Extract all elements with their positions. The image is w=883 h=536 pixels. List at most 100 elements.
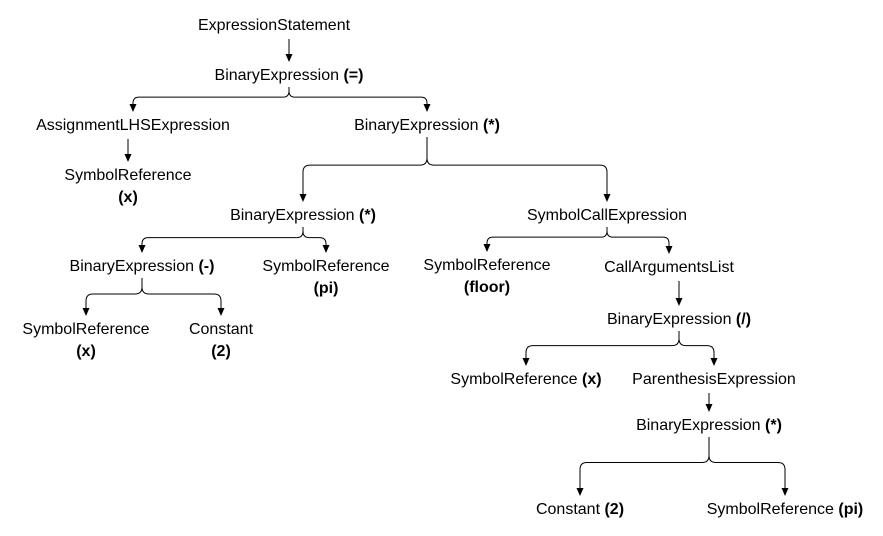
node-call-arguments-list: CallArgumentsList: [604, 259, 734, 276]
node-symbol-reference: SymbolReference (x): [450, 371, 601, 388]
node-binary-expression: BinaryExpression (*): [354, 117, 500, 134]
node-type-name: SymbolReference: [707, 501, 834, 518]
edge-line: [309, 237, 327, 245]
node-constant: Constant (2): [189, 321, 254, 360]
node-operator: (2): [600, 501, 624, 518]
node-type-name: BinaryExpression: [215, 67, 340, 84]
node-operator: (-): [194, 258, 214, 275]
node-type-name: BinaryExpression: [354, 117, 479, 134]
node-symbol-reference: SymbolReference (pi): [707, 501, 864, 518]
arrow-head: [217, 308, 225, 316]
node-operator: (x): [578, 371, 602, 388]
node-type-name: SymbolReference: [22, 321, 149, 338]
edge-line: [282, 87, 290, 98]
node-parenthesis-expression: ParenthesisExpression: [632, 371, 796, 388]
node-assignment-lhsexpression: AssignmentLHSExpression: [36, 117, 230, 134]
node-operator: (*): [355, 207, 376, 224]
edge-line: [295, 96, 428, 104]
edge-line: [302, 164, 420, 194]
node-type-name: SymbolReference: [423, 257, 550, 274]
arrow-head: [138, 245, 146, 253]
edge-line: [525, 345, 672, 358]
node-label: SymbolReference(x): [64, 167, 191, 206]
node-operator: (=): [339, 67, 363, 84]
node-label: BinaryExpression (*): [354, 117, 500, 134]
arrow-head: [710, 358, 718, 366]
edge-line: [600, 227, 608, 238]
node-type-name: ExpressionStatement: [198, 17, 351, 34]
edge-line: [606, 231, 614, 238]
edge-line: [132, 96, 283, 104]
arrow-head: [285, 54, 293, 62]
node-operator: (pi): [314, 280, 339, 297]
arrow-head: [483, 244, 491, 252]
arrow-head: [124, 154, 132, 162]
edge-line: [613, 236, 670, 246]
edge-line: [579, 461, 702, 488]
node-label: BinaryExpression (-): [70, 258, 215, 275]
edge-line: [141, 237, 297, 245]
node-type-name: Constant: [536, 501, 601, 518]
node-label: SymbolReference (x): [450, 371, 601, 388]
node-type-name: SymbolReference: [450, 371, 577, 388]
edge-line: [434, 164, 608, 194]
node-operator: (*): [479, 117, 500, 134]
node-type-name: BinaryExpression: [607, 311, 732, 328]
node-symbol-reference: SymbolReference(floor): [423, 257, 550, 296]
arrow-head: [576, 488, 584, 496]
edge-line: [149, 293, 222, 308]
node-expression-statement: ExpressionStatement: [198, 17, 351, 34]
arrow-head: [423, 104, 431, 112]
node-type-name: CallArgumentsList: [604, 259, 734, 276]
node-symbol-reference: SymbolReference (pi): [262, 258, 389, 297]
node-label: CallArgumentsList: [604, 259, 734, 276]
node-label: BinaryExpression (*): [230, 207, 376, 224]
node-binary-expression: BinaryExpression (/): [607, 311, 751, 328]
node-type-name: BinaryExpression: [636, 417, 761, 434]
arrow-head: [705, 404, 713, 412]
node-label: SymbolReference(floor): [423, 257, 550, 296]
node-operator: (*): [761, 417, 782, 434]
node-label: SymbolReference (x): [22, 321, 149, 360]
node-operator: (x): [76, 343, 96, 360]
node-binary-expression: BinaryExpression (=): [215, 67, 364, 84]
edge-line: [141, 286, 150, 295]
node-label: Constant (2): [536, 501, 624, 518]
edge-line: [426, 158, 435, 166]
node-type-name: AssignmentLHSExpression: [36, 117, 230, 134]
node-type-name: SymbolReference: [262, 258, 389, 275]
node-type-name: BinaryExpression: [230, 207, 355, 224]
arrow-head: [665, 246, 673, 254]
edge-line: [671, 331, 680, 347]
node-label: BinaryExpression (*): [636, 417, 782, 434]
edge-line: [716, 461, 786, 488]
node-type-name: SymbolReference: [64, 167, 191, 184]
tree-edges: [82, 39, 789, 496]
node-label: AssignmentLHSExpression: [36, 117, 230, 134]
arrow-head: [322, 245, 330, 253]
node-label: ParenthesisExpression: [632, 371, 796, 388]
node-constant: Constant (2): [536, 501, 624, 518]
node-binary-expression: BinaryExpression (*): [636, 417, 782, 434]
node-operator: (pi): [834, 501, 863, 518]
node-binary-expression: BinaryExpression (-): [70, 258, 215, 275]
node-symbol-reference: SymbolReference(x): [64, 167, 191, 206]
arrow-head: [82, 308, 90, 316]
edge-line: [419, 137, 428, 166]
edge-line: [288, 91, 296, 98]
node-binary-expression: BinaryExpression (*): [230, 207, 376, 224]
node-type-name: ParenthesisExpression: [632, 371, 796, 388]
node-label: SymbolReference (pi): [707, 501, 864, 518]
arrow-head: [522, 358, 530, 366]
edge-line: [678, 338, 687, 347]
node-type-name: BinaryExpression: [70, 258, 195, 275]
node-label: ExpressionStatement: [198, 17, 351, 34]
node-operator: (2): [211, 343, 231, 360]
node-label: Constant (2): [189, 321, 254, 360]
edge-line: [686, 345, 715, 358]
edge-line: [486, 236, 601, 244]
arrow-head: [675, 298, 683, 306]
edge-line: [701, 437, 710, 463]
node-type-name: Constant: [189, 321, 254, 338]
